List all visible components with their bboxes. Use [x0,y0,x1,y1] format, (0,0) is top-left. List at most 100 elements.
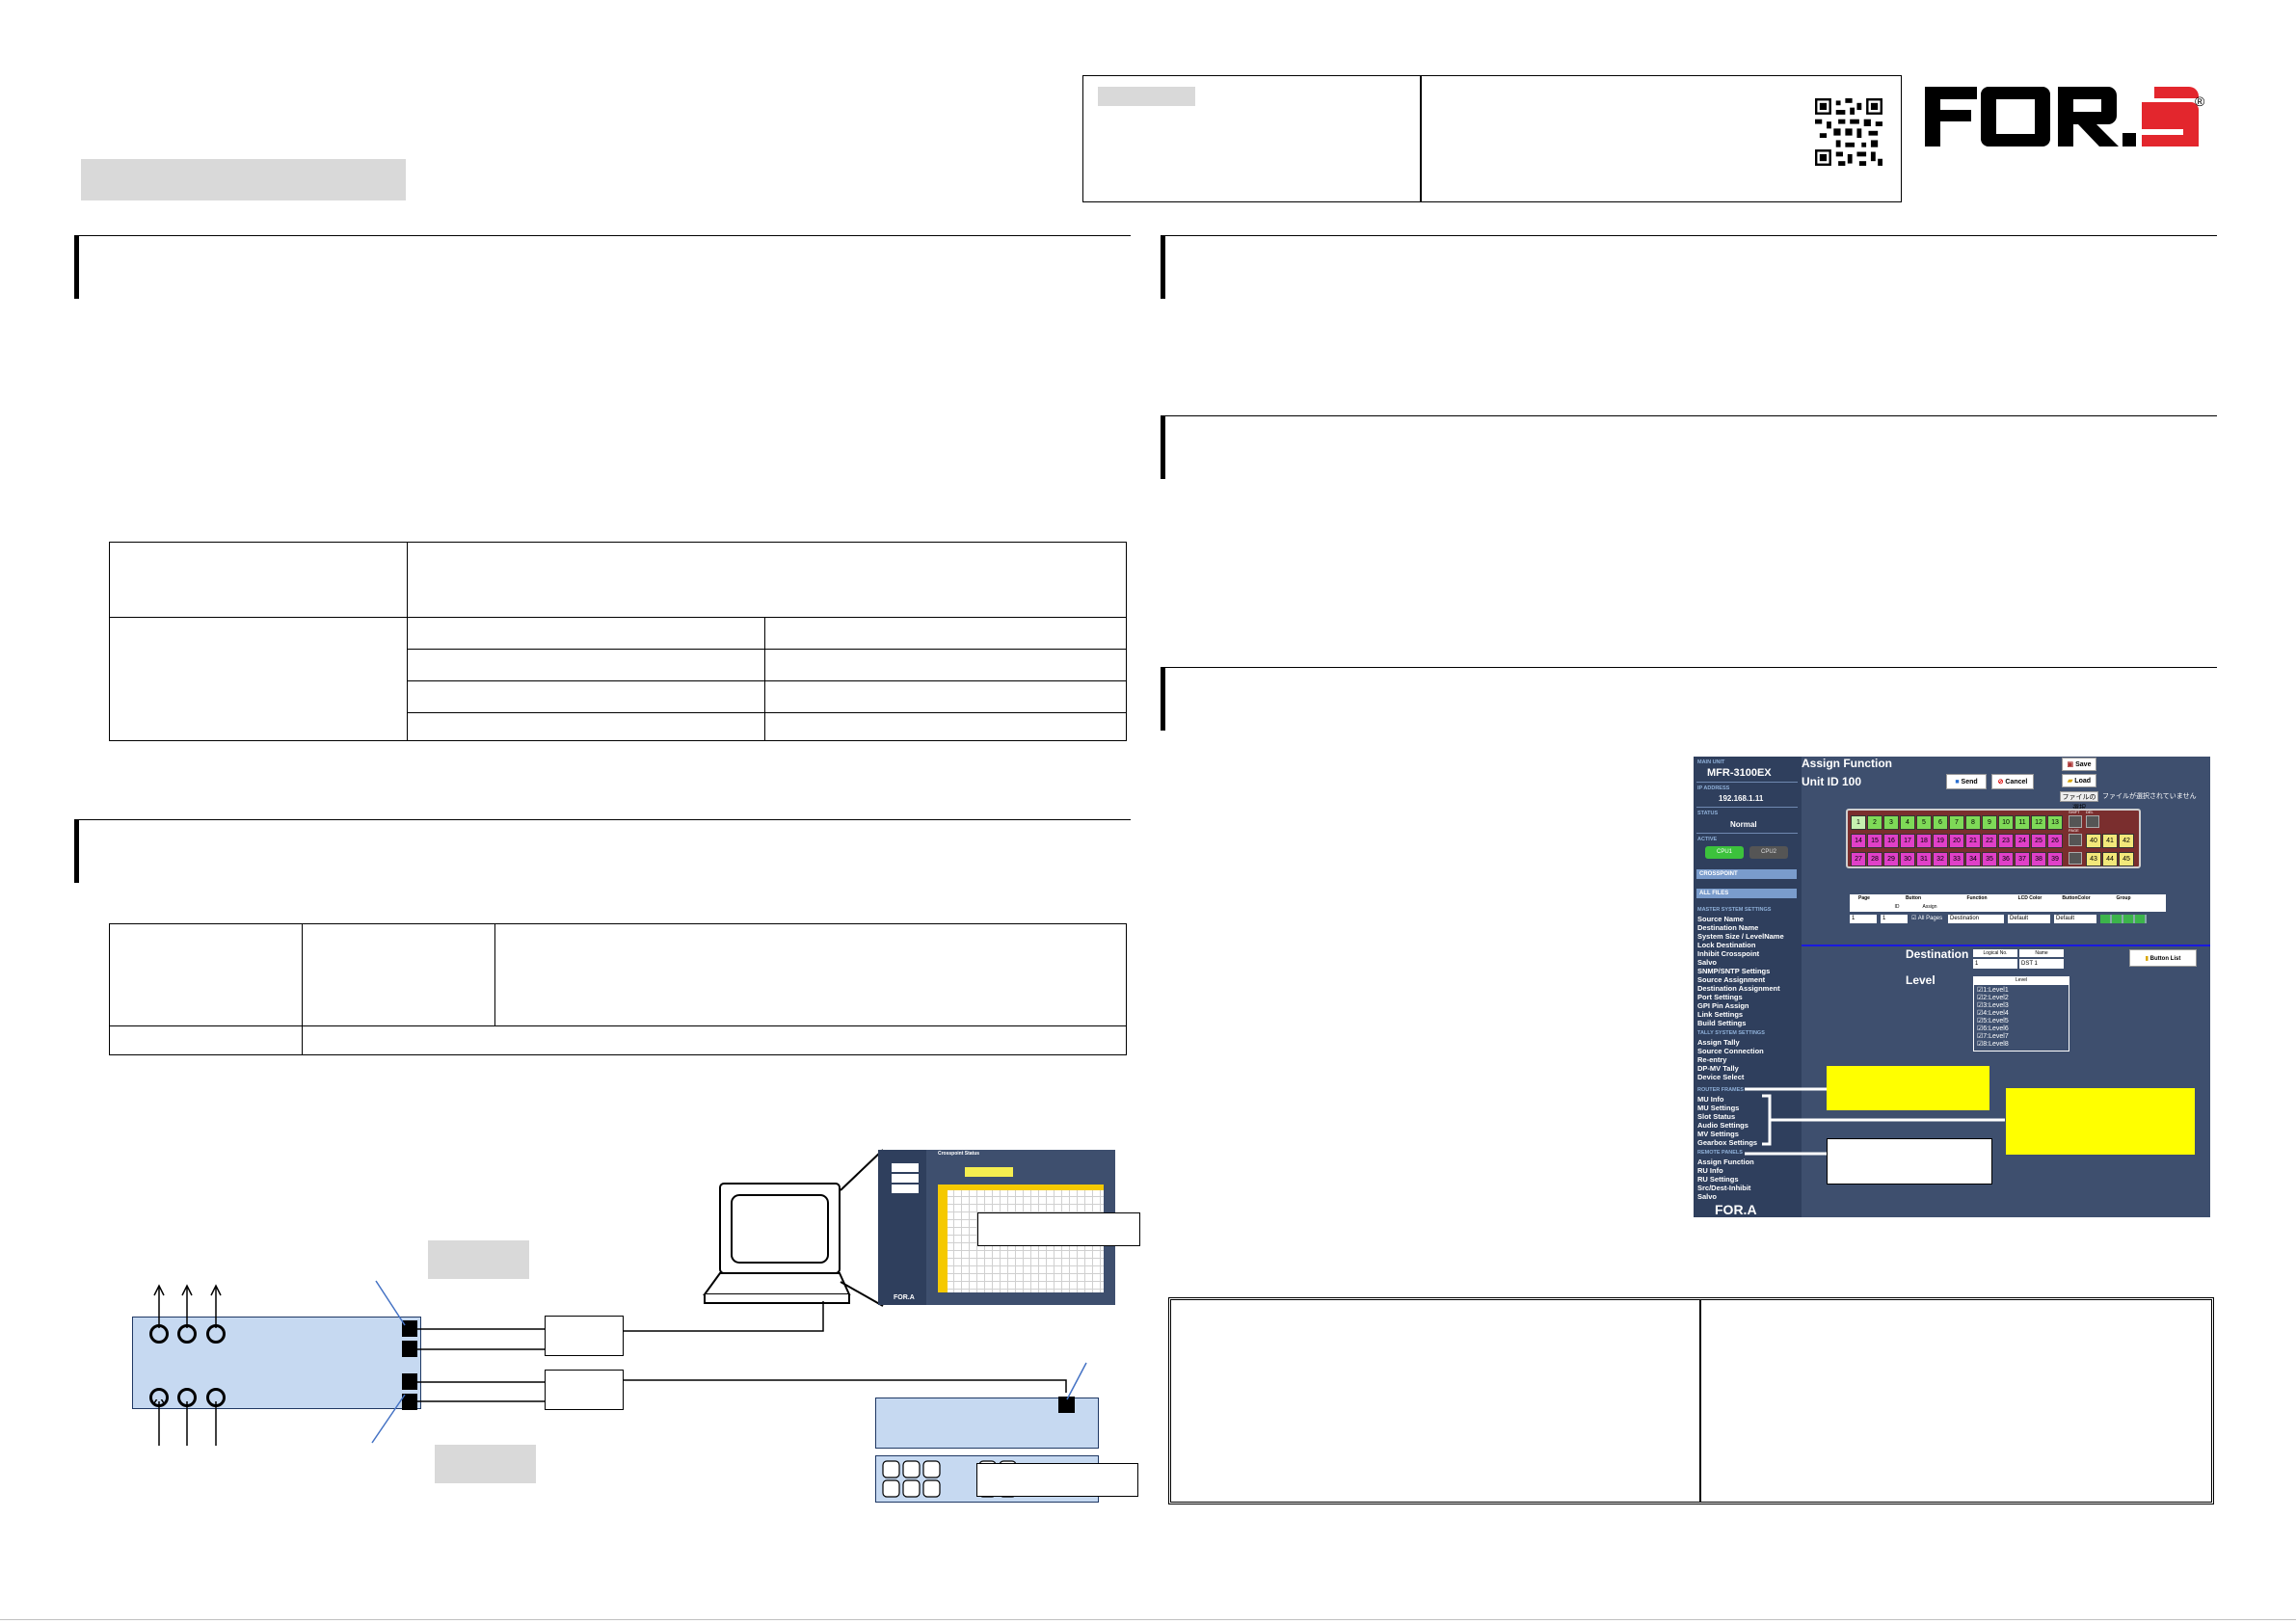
sidebar-link[interactable]: Salvo [1697,1192,1718,1201]
button-color-select[interactable]: Default [2054,915,2096,923]
function-key[interactable] [2069,852,2082,865]
level-checkbox[interactable]: ☑2:Level2 [1977,994,2009,1001]
cpu2-button[interactable]: CPU2 [1749,846,1788,859]
assign-key[interactable]: 12 [2031,815,2046,830]
assign-key[interactable]: 19 [1933,834,1948,848]
assign-key[interactable]: 10 [1998,815,2014,830]
sidebar-link[interactable]: SNMP/SNTP Settings [1697,967,1771,975]
all-files-button[interactable]: ALL FILES [1696,889,1797,898]
assign-key[interactable]: 29 [1883,852,1899,866]
assign-key[interactable]: 14 [1851,834,1866,848]
assign-key[interactable]: 42 [2119,834,2134,848]
assign-key[interactable]: 34 [1965,852,1981,866]
assign-key[interactable]: 5 [1916,815,1932,830]
level-checkbox[interactable]: ☑3:Level3 [1977,1001,2009,1009]
assign-key[interactable]: 16 [1883,834,1899,848]
sidebar-link[interactable]: Src/Dest-Inhibit [1697,1184,1751,1192]
send-button[interactable]: ■ Send [1946,774,1987,789]
save-button[interactable]: ▣ Save [2062,758,2096,771]
assign-key[interactable]: 40 [2086,834,2101,848]
assign-key[interactable]: 25 [2031,834,2046,848]
level-checkbox[interactable]: ☑5:Level5 [1977,1017,2009,1025]
level-checkbox[interactable]: ☑8:Level8 [1977,1040,2009,1048]
sidebar-link[interactable]: RU Settings [1697,1175,1739,1184]
sidebar-link[interactable]: Inhibit Crosspoint [1697,949,1760,958]
cancel-button[interactable]: ⊘ Cancel [1991,774,2034,789]
assign-key[interactable]: 7 [1949,815,1964,830]
level-checkbox[interactable]: ☑7:Level7 [1977,1032,2009,1040]
assign-key[interactable]: 3 [1883,815,1899,830]
sidebar-link[interactable]: DP-MV Tally [1697,1064,1739,1073]
sidebar-link[interactable]: Source Name [1697,915,1744,923]
sidebar-link[interactable]: Lock Destination [1697,941,1756,949]
sidebar-link[interactable]: Build Settings [1697,1019,1747,1027]
assign-key[interactable]: 27 [1851,852,1866,866]
sidebar-link[interactable]: Assign Function [1697,1158,1754,1166]
assign-key[interactable]: 21 [1965,834,1981,848]
assign-key[interactable]: 30 [1900,852,1915,866]
assign-key[interactable]: 23 [1998,834,2014,848]
level-checkbox[interactable]: ☑4:Level4 [1977,1009,2009,1017]
assign-key[interactable]: 38 [2031,852,2046,866]
assign-key[interactable]: 33 [1949,852,1964,866]
button-list-button[interactable]: ▮ Button List [2129,949,2197,967]
sidebar-link[interactable]: Source Connection [1697,1047,1764,1055]
assign-key[interactable]: 15 [1867,834,1882,848]
sidebar-link[interactable]: Assign Tally [1697,1038,1740,1047]
sidebar-link[interactable]: Re-entry [1697,1055,1727,1064]
sidebar-link[interactable]: RU Info [1697,1166,1723,1175]
crosspoint-button[interactable]: CROSSPOINT [1696,869,1797,879]
sidebar-link[interactable]: Source Assignment [1697,975,1766,984]
assign-key[interactable]: 6 [1933,815,1948,830]
level-checkbox[interactable]: ☑1:Level1 [1977,986,2009,994]
function-select[interactable]: Destination [1948,915,2004,923]
assign-key[interactable]: 37 [2015,852,2030,866]
sidebar-link[interactable]: MV Settings [1697,1130,1739,1138]
load-button[interactable]: ▰ Load [2062,774,2096,787]
assign-key[interactable]: 8 [1965,815,1981,830]
assign-key[interactable]: 22 [1982,834,1997,848]
assign-key[interactable]: 41 [2102,834,2118,848]
assign-key[interactable]: 28 [1867,852,1882,866]
id-select[interactable]: 1 [1881,915,1908,923]
sidebar-link[interactable]: Destination Assignment [1697,984,1780,993]
assign-key[interactable]: 24 [2015,834,2030,848]
assign-key[interactable]: 20 [1949,834,1964,848]
assign-key[interactable]: 11 [2015,815,2030,830]
sidebar-link[interactable]: MU Info [1697,1095,1724,1104]
assign-key[interactable]: 35 [1982,852,1997,866]
assign-key[interactable]: 31 [1916,852,1932,866]
assign-key[interactable]: 43 [2086,852,2101,866]
assign-key[interactable]: 1 [1851,815,1866,830]
sidebar-link[interactable]: System Size / LevelName [1697,932,1784,941]
file-choose-button[interactable]: ファイルの選択 [2060,791,2098,812]
logical-no-select[interactable]: 1 [1973,959,2017,969]
function-key[interactable] [2069,834,2082,846]
function-key[interactable] [2086,815,2099,828]
assign-key[interactable]: 9 [1982,815,1997,830]
assign-key[interactable]: 2 [1867,815,1882,830]
sidebar-link[interactable]: Slot Status [1697,1112,1736,1121]
assign-key[interactable]: 17 [1900,834,1915,848]
sidebar-link[interactable]: Port Settings [1697,993,1743,1001]
sidebar-link[interactable]: Link Settings [1697,1010,1744,1019]
sidebar-link[interactable]: Device Select [1697,1073,1745,1081]
assign-key[interactable]: 4 [1900,815,1915,830]
function-key[interactable] [2069,815,2082,828]
lcd-color-select[interactable]: Default [2008,915,2050,923]
assign-key[interactable]: 26 [2047,834,2063,848]
sidebar-link[interactable]: Destination Name [1697,923,1759,932]
assign-key[interactable]: 36 [1998,852,2014,866]
assign-key[interactable]: 39 [2047,852,2063,866]
sidebar-link[interactable]: MU Settings [1697,1104,1740,1112]
assign-key[interactable]: 18 [1916,834,1932,848]
sidebar-link[interactable]: Gearbox Settings [1697,1138,1758,1147]
sidebar-link[interactable]: Salvo [1697,958,1718,967]
group-buttons[interactable] [2100,915,2147,923]
sidebar-link[interactable]: GPI Pin Assign [1697,1001,1749,1010]
page-select[interactable]: 1 [1850,915,1877,923]
level-checkbox[interactable]: ☑6:Level6 [1977,1025,2009,1032]
all-pages-checkbox[interactable]: ☑ All Pages [1911,915,1942,921]
assign-key[interactable]: 44 [2102,852,2118,866]
cpu1-button[interactable]: CPU1 [1705,846,1744,859]
